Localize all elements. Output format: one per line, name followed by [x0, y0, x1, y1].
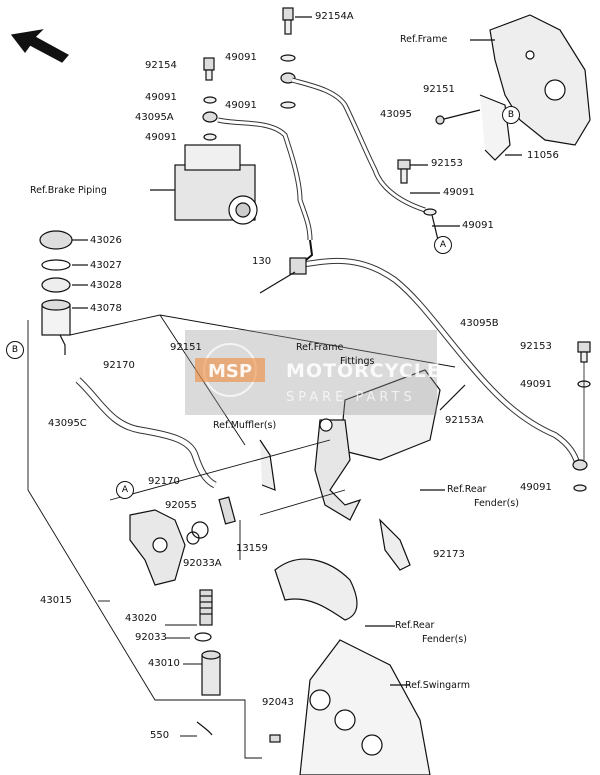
part-label[interactable]: 11056 — [527, 150, 559, 161]
part-label[interactable]: 92170 — [148, 476, 180, 487]
part-label[interactable]: 13159 — [236, 543, 268, 554]
part-label[interactable]: 92151 — [170, 342, 202, 353]
part-label[interactable]: 49091 — [443, 187, 475, 198]
watermark-logo: MSP — [195, 343, 265, 397]
ref-label: Ref.Brake Piping — [30, 185, 107, 196]
front-direction-arrow-icon — [10, 29, 69, 63]
part-label[interactable]: 49091 — [520, 482, 552, 493]
part-label[interactable]: 43078 — [90, 303, 122, 314]
part-label[interactable]: 92154 — [145, 60, 177, 71]
part-label[interactable]: 49091 — [145, 132, 177, 143]
swingarm — [299, 639, 431, 775]
callout-a-bottom[interactable]: A — [116, 481, 134, 499]
part-label[interactable]: 43028 — [90, 280, 122, 291]
part-label[interactable]: 43026 — [90, 235, 122, 246]
part-label[interactable]: 49091 — [225, 52, 257, 63]
clevis-43010 — [201, 650, 221, 696]
bracket-11056 — [435, 94, 522, 161]
push-rod-43020 — [199, 589, 213, 626]
part-label[interactable]: 43095C — [48, 418, 87, 429]
bolt-92153-right — [572, 341, 591, 492]
ref-label: Ref.Rear — [395, 620, 435, 631]
frame-bracket — [470, 14, 591, 146]
watermark-logo-text: MSP — [208, 361, 252, 382]
part-label[interactable]: 92153 — [431, 158, 463, 169]
part-label[interactable]: 43020 — [125, 613, 157, 624]
part-label[interactable]: 92154A — [315, 11, 354, 22]
rear-fender — [274, 489, 445, 627]
part-label[interactable]: 92153A — [445, 415, 484, 426]
ref-label: Ref.Muffler(s) — [213, 420, 277, 431]
part-label[interactable]: 43015 — [40, 595, 72, 606]
part-label[interactable]: 43095A — [135, 112, 174, 123]
washer-49091-top — [280, 54, 296, 109]
master-cylinder — [129, 496, 236, 586]
part-label[interactable]: 49091 — [462, 220, 494, 231]
ref-label: Ref.Swingarm — [405, 680, 470, 691]
heel-guard-bracket — [314, 369, 466, 521]
callout-a-top[interactable]: A — [434, 236, 452, 254]
callout-b-left[interactable]: B — [6, 341, 24, 359]
part-label[interactable]: 92153 — [520, 341, 552, 352]
part-label[interactable]: 92173 — [433, 549, 465, 560]
ref-label: Ref.Frame — [296, 342, 344, 353]
part-label[interactable]: 49091 — [520, 379, 552, 390]
abs-unit — [150, 144, 258, 225]
watermark-brand: MOTORCYCLE — [286, 360, 441, 382]
part-label[interactable]: 43095B — [460, 318, 499, 329]
ref-label: Fender(s) — [422, 634, 467, 645]
part-label[interactable]: 49091 — [225, 100, 257, 111]
bolt-92154A — [282, 7, 312, 35]
part-label[interactable]: 92043 — [262, 697, 294, 708]
ref-label: Fittings — [340, 356, 375, 367]
ref-label: Ref.Frame — [400, 34, 448, 45]
bolt-92153-top — [397, 159, 460, 241]
part-label[interactable]: 550 — [150, 730, 170, 741]
part-label[interactable]: 92033A — [183, 558, 222, 569]
part-label[interactable]: 130 — [252, 256, 272, 267]
part-label[interactable]: 49091 — [145, 92, 177, 103]
bolt-92154 — [202, 57, 218, 141]
watermark-tagline: SPARE PARTS — [286, 390, 416, 405]
ref-label: Ref.Rear — [447, 484, 487, 495]
part-label[interactable]: 43027 — [90, 260, 122, 271]
part-label[interactable]: 92055 — [165, 500, 197, 511]
part-label[interactable]: 92033 — [135, 632, 167, 643]
part-label[interactable]: 43095 — [380, 109, 412, 120]
part-label[interactable]: 92151 — [423, 84, 455, 95]
ref-label: Fender(s) — [474, 498, 519, 509]
fitting-130 — [259, 257, 307, 294]
reservoir-assembly — [39, 230, 73, 355]
callout-b-right[interactable]: B — [502, 106, 520, 124]
part-label[interactable]: 92170 — [103, 360, 135, 371]
part-label[interactable]: 43010 — [148, 658, 180, 669]
